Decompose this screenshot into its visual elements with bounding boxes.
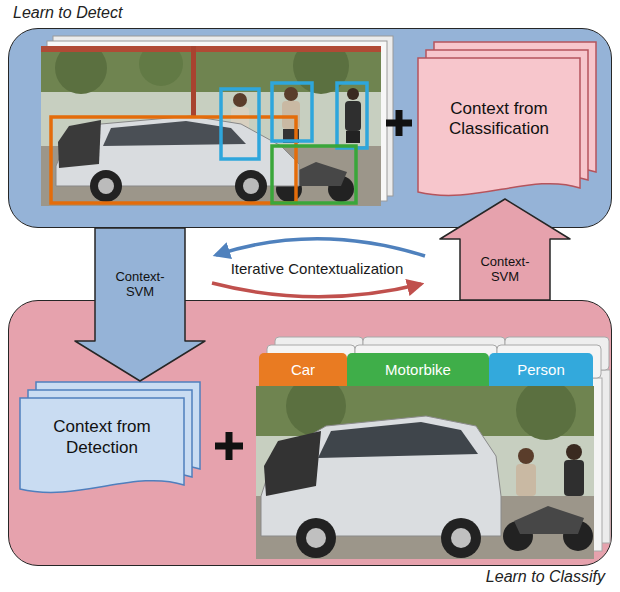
note-holder: Iterative Contextualization — [231, 260, 404, 277]
arrow-label: Context-SVM — [108, 270, 172, 300]
cycle-arrow — [212, 283, 421, 297]
panel-heading-holder: Learn to Detect — [13, 4, 122, 22]
tab-label: Car — [291, 361, 315, 378]
document-page — [20, 398, 184, 492]
cycle-label: Iterative Contextualization — [231, 260, 404, 277]
class-tab: Person — [489, 353, 593, 386]
tab-label: Person — [517, 361, 565, 378]
context-document: Context from Classification — [417, 41, 597, 199]
arrow-label-holder: Context-SVM — [473, 255, 537, 285]
arrow-label: Context-SVM — [473, 255, 537, 285]
class-tab: Motorbike — [347, 353, 489, 386]
panel-heading: Learn to Classify — [486, 568, 605, 586]
detect-panel: Learn to DetectContext from Classificati… — [8, 28, 612, 228]
arrow-label-holder: Context-SVM — [108, 270, 172, 300]
document-text-area: Context from Detection — [23, 399, 181, 476]
context-document: Context from Detection — [19, 381, 201, 496]
document-label: Context from Classification — [421, 99, 577, 140]
block-arrow — [75, 228, 205, 381]
class-tab: Car — [259, 353, 347, 386]
panel-heading: Learn to Detect — [13, 4, 122, 22]
cycle-arrow — [216, 239, 425, 256]
panel-heading-holder: Learn to Classify — [486, 568, 605, 586]
document-label: Context from Detection — [23, 417, 181, 458]
document-page — [418, 58, 580, 195]
tab-label: Motorbike — [385, 361, 451, 378]
block-arrow — [440, 199, 570, 300]
document-text-area: Context from Classification — [421, 59, 577, 179]
